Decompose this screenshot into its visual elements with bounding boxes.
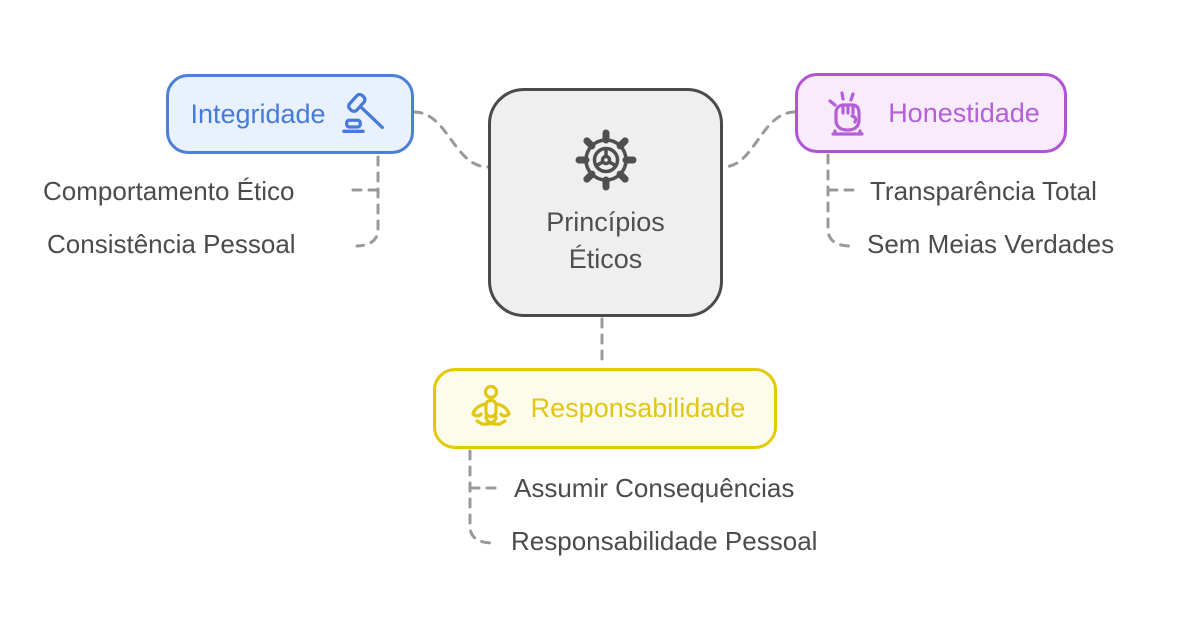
branch-label-integridade: Integridade	[190, 98, 326, 129]
connector-integridade-central	[412, 110, 490, 169]
branch-node-honestidade[interactable]: Honestidade	[795, 73, 1067, 153]
branch-label-responsabilidade: Responsabilidade	[530, 393, 746, 423]
connector-integridade-children-trunk	[355, 155, 380, 248]
gavel-icon	[340, 89, 390, 139]
connector-honestidade-children-trunk	[826, 153, 851, 248]
sub-item-sem-meias-verdades[interactable]: Sem Meias Verdades	[867, 229, 1115, 259]
sub-item-consistencia-pessoal[interactable]: Consistência Pessoal	[47, 229, 296, 259]
sub-item-assumir-consequencias[interactable]: Assumir Consequências	[514, 473, 795, 503]
gear-icon	[574, 128, 638, 192]
central-node-label: Princípios Éticos	[546, 207, 665, 274]
sub-item-comportamento-etico[interactable]: Comportamento Ético	[43, 176, 295, 206]
meditation-icon	[465, 383, 517, 435]
branch-label-honestidade: Honestidade	[888, 97, 1040, 128]
branch-node-integridade[interactable]: Integridade	[166, 74, 414, 154]
sub-item-responsabilidade-pessoal[interactable]: Responsabilidade Pessoal	[511, 526, 818, 556]
sub-item-transparencia-total[interactable]: Transparência Total	[870, 176, 1097, 206]
connector-honestidade-central	[721, 110, 797, 169]
connector-responsabilidade-children-trunk	[468, 449, 493, 545]
branch-node-responsabilidade[interactable]: Responsabilidade	[433, 368, 777, 449]
central-node-principios-eticos[interactable]: Princípios Éticos	[488, 88, 723, 317]
fist-icon	[822, 87, 874, 139]
